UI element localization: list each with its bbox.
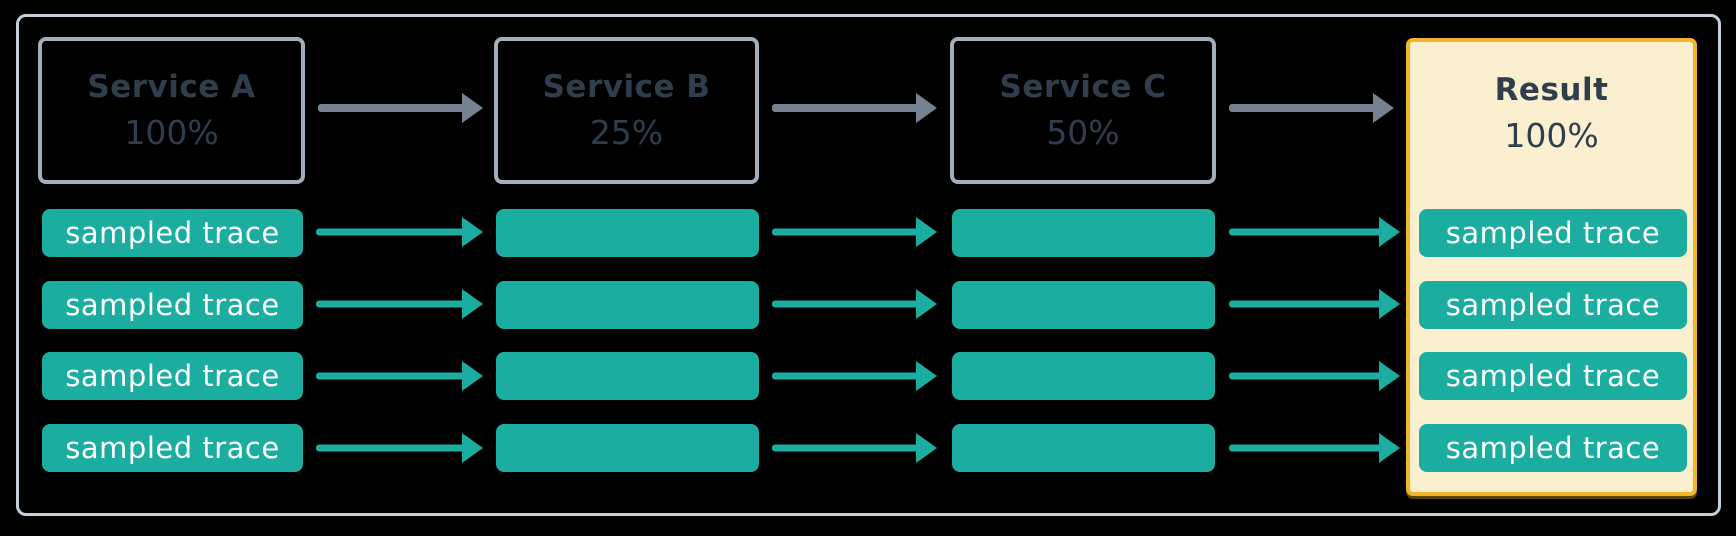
trace-arrow-right-icon [1229,361,1400,391]
trace-bar [496,209,759,257]
service-c-sample-rate: 50% [1046,113,1120,152]
arrow-head [1373,93,1394,123]
arrow-head [462,433,483,463]
sampled-trace-label: sampled trace [65,287,280,322]
arrow-shaft [772,104,919,112]
sampled-trace-bar: sampled trace [42,281,303,329]
service-b-box: Service B 25% [494,37,759,184]
trace-bar [952,352,1215,400]
trace-arrow-right-icon [316,217,483,247]
trace-arrow-right-icon [1229,289,1400,319]
sampled-trace-label: sampled trace [1445,215,1661,250]
arrow-shaft [1229,300,1382,308]
arrow-shaft [772,372,919,380]
sampled-trace-bar: sampled trace [1419,209,1687,257]
trace-bar [496,352,759,400]
arrow-head [462,361,483,391]
arrow-right-icon [318,93,483,123]
arrow-shaft [1229,104,1376,112]
sampled-trace-label: sampled trace [65,430,280,465]
service-a-sample-rate: 100% [124,113,219,152]
trace-bar [952,424,1215,472]
arrow-head [462,93,483,123]
arrow-shaft [316,300,465,308]
arrow-right-icon [772,93,937,123]
trace-arrow-right-icon [1229,217,1400,247]
arrow-head [462,289,483,319]
arrow-head [1379,289,1400,319]
arrow-head [916,93,937,123]
trace-arrow-right-icon [316,289,483,319]
trace-arrow-right-icon [316,361,483,391]
sampled-trace-label: sampled trace [1445,287,1661,322]
service-a-box: Service A 100% [38,37,305,184]
trace-arrow-right-icon [1229,433,1400,463]
trace-arrow-right-icon [772,217,937,247]
sampled-trace-bar: sampled trace [1419,352,1687,400]
arrow-shaft [772,300,919,308]
trace-arrow-right-icon [316,433,483,463]
trace-bar [496,424,759,472]
arrow-head [916,289,937,319]
arrow-head [916,433,937,463]
result-panel: Result 100% sampled trace sampled trace … [1406,38,1697,496]
sampled-trace-bar: sampled trace [42,209,303,257]
arrow-shaft [1229,444,1382,452]
sampled-trace-label: sampled trace [1445,358,1661,393]
arrow-shaft [316,372,465,380]
trace-bar [496,281,759,329]
sampled-trace-bar: sampled trace [42,352,303,400]
arrow-head [1379,217,1400,247]
sampled-trace-bar: sampled trace [42,424,303,472]
result-sample-rate: 100% [1504,116,1599,155]
arrow-shaft [316,228,465,236]
arrow-shaft [316,444,465,452]
trace-bar [952,281,1215,329]
arrow-shaft [772,228,919,236]
service-b-sample-rate: 25% [589,113,664,152]
service-a-name: Service A [87,69,256,105]
arrow-head [916,217,937,247]
sampled-trace-label: sampled trace [65,215,280,250]
result-title: Result [1494,72,1609,108]
arrow-head [916,361,937,391]
arrow-head [1379,361,1400,391]
trace-arrow-right-icon [772,361,937,391]
arrow-shaft [772,444,919,452]
arrow-head [462,217,483,247]
result-header: Result 100% [1410,42,1693,185]
arrow-shaft [1229,228,1382,236]
arrow-head [1379,433,1400,463]
sampled-trace-bar: sampled trace [1419,424,1687,472]
arrow-shaft [318,104,465,112]
outer-frame [16,14,1721,516]
service-c-name: Service C [999,69,1167,105]
service-c-box: Service C 50% [950,37,1216,184]
sampled-trace-bar: sampled trace [1419,281,1687,329]
service-b-name: Service B [542,69,711,105]
sampled-trace-label: sampled trace [65,358,280,393]
sampled-trace-label: sampled trace [1445,430,1661,465]
arrow-shaft [1229,372,1382,380]
trace-bar [952,209,1215,257]
trace-arrow-right-icon [772,289,937,319]
trace-arrow-right-icon [772,433,937,463]
arrow-right-icon [1229,93,1394,123]
